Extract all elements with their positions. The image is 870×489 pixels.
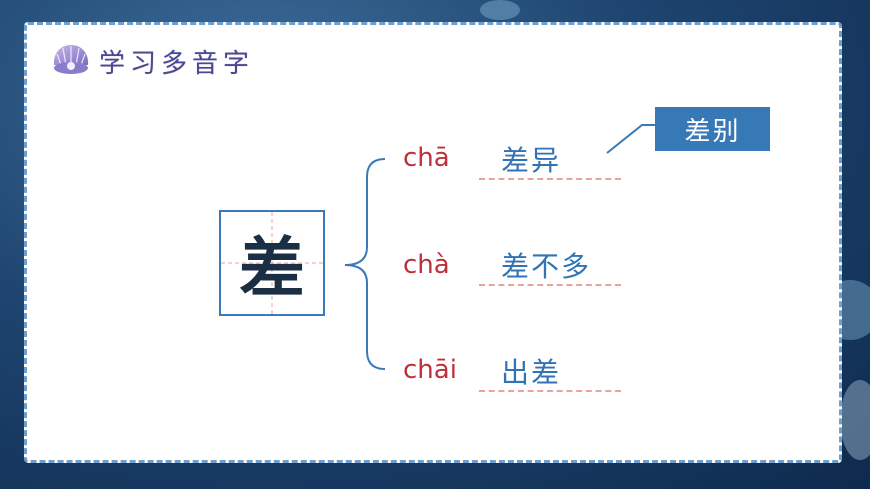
word-underline [479, 390, 621, 392]
background-bubble [840, 380, 870, 460]
header: 学习多音字 [51, 39, 254, 83]
page-title: 学习多音字 [99, 48, 255, 79]
pinyin-cha1: chā [403, 143, 450, 173]
shell-icon [53, 45, 89, 74]
word-underline [479, 178, 621, 180]
word-chuchai: 出差 [501, 356, 562, 389]
meaning-note: 差别 [655, 107, 770, 151]
content-card: 学习多音字 差 chā 差异 chà 差不多 chāi 出差 差别 [24, 22, 842, 463]
word-chabuduo: 差不多 [501, 250, 592, 283]
reading-brace [344, 124, 655, 370]
main-character: 差 [239, 229, 305, 307]
grid-lines [221, 212, 323, 314]
word-underline [479, 284, 621, 286]
pinyin-chai1: chāi [403, 355, 457, 385]
word-chayi: 差异 [501, 144, 562, 177]
pinyin-cha4: chà [403, 250, 450, 280]
character-box: 差 [219, 210, 325, 316]
background-bubble [480, 0, 520, 20]
